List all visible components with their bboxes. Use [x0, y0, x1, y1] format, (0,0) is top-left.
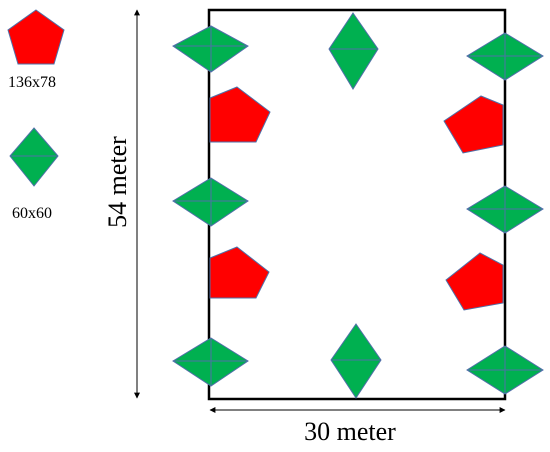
diamond-marker: [172, 177, 249, 227]
diamond-marker: [466, 185, 544, 234]
pentagon-marker: [443, 95, 504, 154]
diamond-marker: [330, 323, 382, 399]
legend: 136x78 60x60: [7, 9, 65, 222]
width-dimension-label: 30 meter: [304, 417, 396, 446]
legend-pentagon-icon: [7, 9, 65, 65]
diamond-marker: [466, 345, 544, 395]
diamond-marker: [466, 32, 544, 81]
legend-pentagon-label: 136x78: [8, 74, 56, 91]
diamond-markers: [172, 12, 544, 399]
diamond-marker: [172, 25, 249, 73]
legend-diamond-icon: [9, 127, 59, 187]
pentagon-marker: [445, 252, 504, 311]
height-dimension-label: 54 meter: [103, 136, 132, 228]
legend-diamond-label: 60x60: [12, 205, 52, 222]
pentagon-marker: [209, 86, 271, 143]
pentagon-markers: [209, 86, 504, 311]
diamond-marker: [328, 12, 379, 90]
diamond-marker: [172, 337, 249, 387]
pentagon-marker: [209, 246, 270, 299]
